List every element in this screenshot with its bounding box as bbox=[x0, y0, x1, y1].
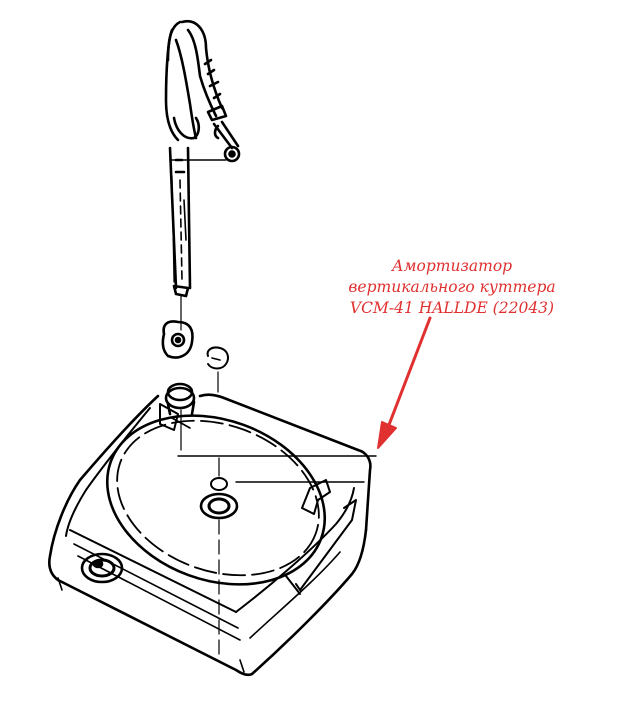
arrow-pointer bbox=[377, 316, 432, 449]
lid-base-part bbox=[47, 393, 377, 677]
annotation-line-2: вертикального куттера bbox=[348, 278, 556, 296]
annotation-line-1: Амортизатор bbox=[391, 257, 513, 275]
annotation-line-3: VCM-41 HALLDE (22043) bbox=[349, 299, 555, 317]
part-annotation: Амортизатор вертикального куттера VCM-41… bbox=[322, 256, 582, 319]
shock-absorber-part bbox=[161, 19, 241, 451]
